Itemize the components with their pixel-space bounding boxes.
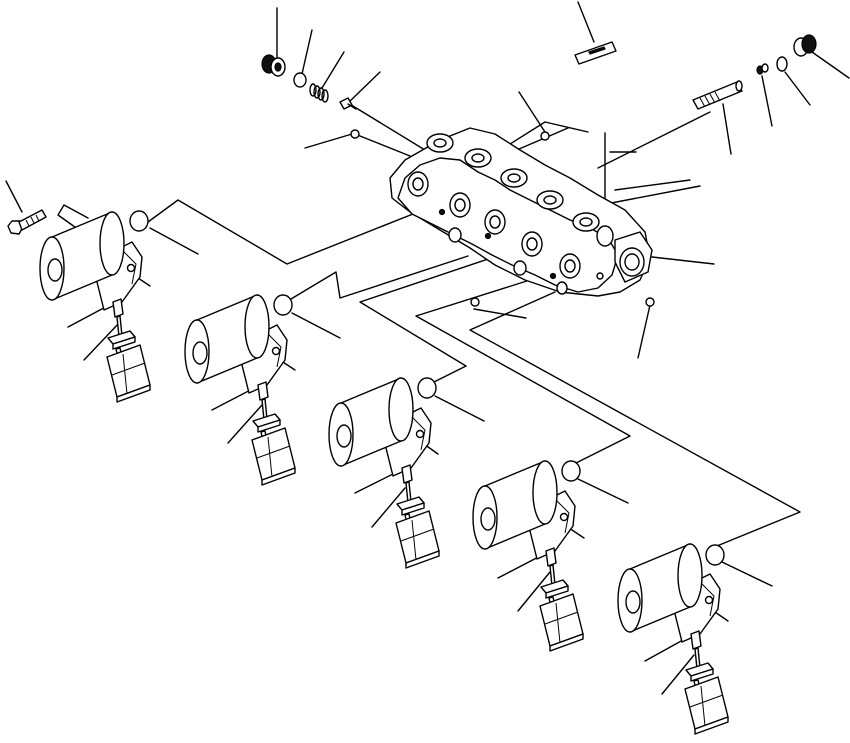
solenoid-assembly-2 bbox=[184, 294, 296, 486]
check-balls bbox=[351, 130, 654, 306]
mounting-bolt bbox=[8, 210, 46, 234]
spool-pin bbox=[693, 81, 742, 109]
solenoid-assembly-5 bbox=[617, 543, 729, 735]
leader-lines bbox=[6, 2, 849, 694]
spring-top bbox=[310, 84, 328, 102]
valve-manifold bbox=[390, 128, 652, 296]
plug-top-right bbox=[794, 35, 816, 56]
o-ring-top-left bbox=[294, 73, 306, 87]
o-ring-top-right bbox=[777, 57, 787, 71]
washer-top-right bbox=[757, 64, 768, 74]
group-connectors bbox=[58, 103, 800, 548]
plug-top-left bbox=[262, 55, 285, 76]
pin-top bbox=[340, 98, 356, 109]
solenoid-assembly-4 bbox=[472, 460, 584, 652]
solenoid-assembly-1 bbox=[39, 211, 151, 403]
solenoid-assembly-3 bbox=[328, 377, 440, 569]
o-rings bbox=[130, 211, 724, 565]
nameplate bbox=[575, 42, 616, 64]
